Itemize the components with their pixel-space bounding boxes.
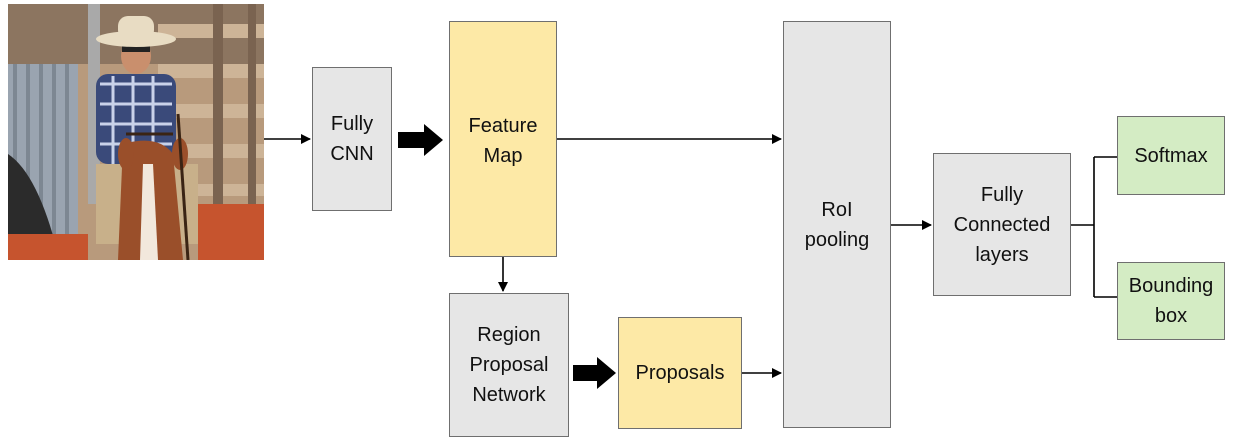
roi-pooling-label: RoI pooling (804, 198, 870, 251)
roi-pooling-box: RoI pooling (783, 21, 891, 428)
region-proposal-network-label: Region Proposal Network (469, 324, 549, 406)
fully-cnn-label: Fully CNN (330, 113, 374, 165)
feature-map-box: Feature Map (449, 21, 557, 257)
thick-arrow-cnn-to-feature-map (398, 124, 443, 156)
input-photo (8, 4, 264, 260)
feature-map-label: Feature Map (468, 115, 538, 167)
region-proposal-network-box: Region Proposal Network (449, 293, 569, 437)
bracket-fc-to-outputs (1071, 156, 1117, 298)
softmax-label: Softmax (1134, 144, 1208, 167)
proposals-box: Proposals (618, 317, 742, 429)
thick-arrow-rpn-to-proposals (573, 357, 616, 389)
fully-connected-layers-label: Fully Connected layers (953, 183, 1051, 266)
bounding-box-box: Bounding box (1117, 262, 1225, 340)
fully-cnn-box: Fully CNN (312, 67, 392, 211)
cowboy-on-horse-photo-icon (8, 4, 264, 260)
softmax-box: Softmax (1117, 116, 1225, 195)
fully-connected-layers-box: Fully Connected layers (933, 153, 1071, 296)
bounding-box-label: Bounding box (1128, 275, 1214, 327)
proposals-label: Proposals (635, 362, 725, 384)
